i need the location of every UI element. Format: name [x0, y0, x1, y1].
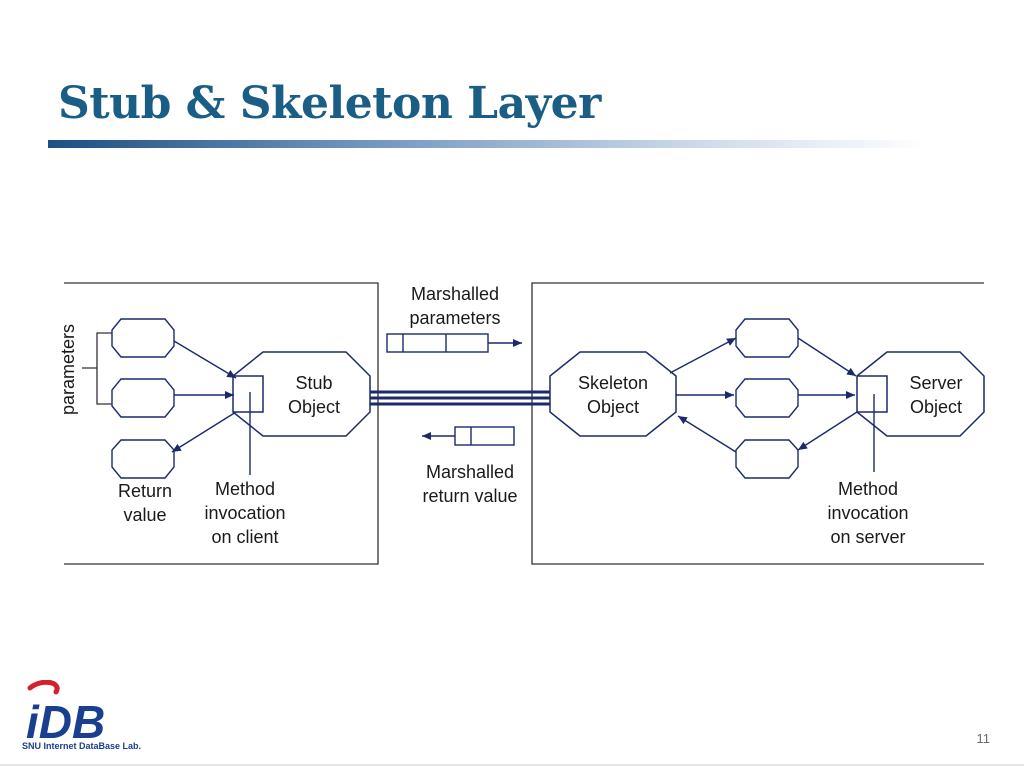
logo-swoosh — [27, 680, 60, 695]
server-return-object — [735, 439, 799, 479]
server-param-object-1 — [735, 318, 799, 358]
parameters-label: parameters — [58, 323, 78, 415]
marshalled-parameters-label: Marshalled parameters — [409, 284, 501, 328]
network-connection — [362, 390, 550, 406]
marshalled-return-label: Marshalled return value — [422, 462, 518, 506]
marshalled-parameters-packet — [386, 333, 489, 353]
client-box — [64, 282, 379, 565]
client-invocation-label: Method invocation on client — [204, 479, 286, 547]
skeleton-object-label: Skeleton Object — [577, 373, 649, 417]
server-invocation-label: Method invocation on server — [827, 479, 909, 547]
parameters-bracket — [82, 332, 112, 405]
server-to-return-arrow — [797, 411, 858, 451]
server-param-object-2 — [735, 378, 799, 418]
server-interface-notch — [857, 375, 888, 413]
bottom-divider — [0, 764, 1024, 766]
skeleton-object-shape — [549, 351, 677, 437]
param-1-to-server-arrow — [797, 337, 857, 377]
server-object-label: Server Object — [909, 373, 963, 417]
param-arrow-1 — [173, 340, 237, 379]
client-param-object-1 — [111, 318, 175, 358]
return-value-label: Return value — [117, 481, 173, 525]
logo-text: iDB — [26, 696, 105, 748]
marshalled-return-packet — [454, 426, 515, 446]
skeleton-to-param-1-arrow — [669, 337, 737, 374]
server-object-shape — [856, 351, 985, 437]
return-arrow — [171, 411, 237, 453]
title-underline — [48, 140, 928, 148]
logo-caption: SNU Internet DataBase Lab. — [22, 741, 142, 751]
stub-interface-notch — [233, 375, 264, 413]
client-param-object-2 — [111, 378, 175, 418]
slide-title: Stub & Skeleton Layer — [58, 78, 601, 129]
page-number: 11 — [976, 731, 991, 746]
client-return-object — [111, 439, 175, 479]
stub-object-shape — [232, 351, 371, 437]
idb-logo: iDB — [26, 680, 105, 748]
server-box — [531, 282, 984, 565]
stub-object-label: Stub Object — [287, 373, 341, 417]
return-to-skeleton-arrow — [677, 415, 737, 453]
